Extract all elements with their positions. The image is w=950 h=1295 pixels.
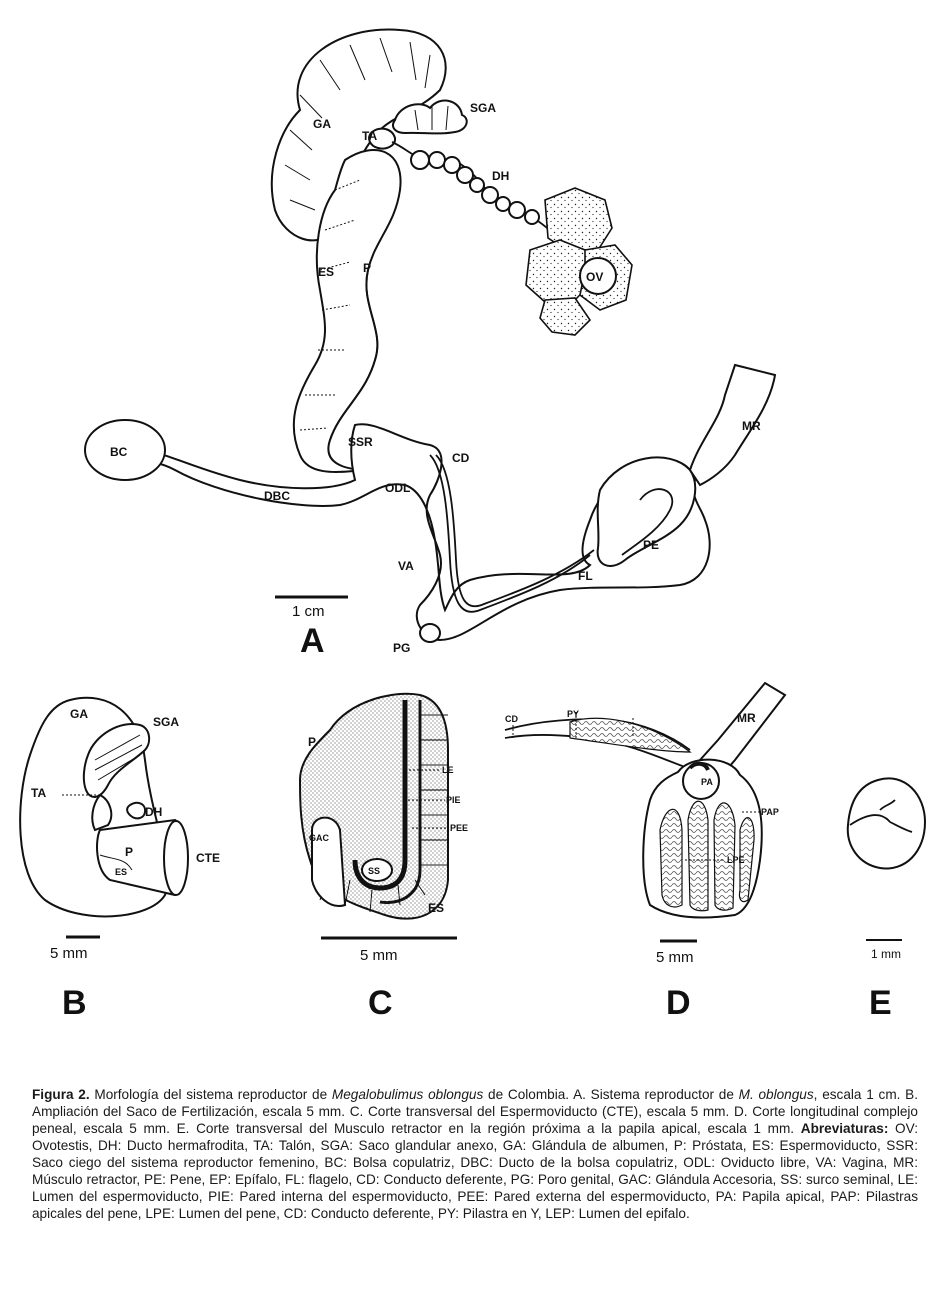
label-dh: DH <box>492 169 509 183</box>
label-dbc: DBC <box>264 489 290 503</box>
ovotestis-shape <box>525 187 633 336</box>
label-b-p: P <box>125 845 133 859</box>
caption-text-3: , escala 1 cm. B. Ampliación del Saco de… <box>32 1086 919 1136</box>
figure-illustration: GA TA SGA DH OV ES P SSR CD MR BC DBC OD… <box>19 28 927 1022</box>
panel-e: 1 mm E <box>846 777 927 1022</box>
label-va: VA <box>398 559 414 573</box>
caption-abbr-label: Abreviaturas: <box>800 1120 889 1136</box>
scale-label-d: 5 mm <box>656 949 694 966</box>
label-cd: CD <box>452 451 470 465</box>
scale-label-b: 5 mm <box>50 945 88 962</box>
scale-label-e: 1 mm <box>871 947 901 961</box>
label-ov: OV <box>586 270 603 284</box>
caption-figure-label: Figura 2. <box>32 1086 90 1102</box>
retractor-cross-section-shape <box>846 777 927 870</box>
caption-abbr-text: OV: Ovotestis, DH: Ducto hermafrodita, T… <box>32 1120 918 1221</box>
label-c-ss: SS <box>368 866 380 876</box>
figure-caption: Figura 2. Morfología del sistema reprodu… <box>32 1086 918 1222</box>
caption-species-2: M. oblongus <box>738 1086 814 1102</box>
label-odl: ODL <box>385 481 410 495</box>
label-c-gac: GAC <box>309 833 330 843</box>
label-b-ga: GA <box>70 707 88 721</box>
panel-letter-e: E <box>869 984 892 1022</box>
label-d-pap: PAP <box>761 807 779 817</box>
label-c-p: P <box>308 735 316 749</box>
label-mr: MR <box>742 419 761 433</box>
label-b-es: ES <box>115 867 127 877</box>
scale-label-a: 1 cm <box>292 603 325 620</box>
label-pg: PG <box>393 641 410 655</box>
bursa-copulatrix-shape <box>84 419 166 481</box>
label-p: P <box>363 261 371 275</box>
label-fl: FL <box>578 569 593 583</box>
panel-a: GA TA SGA DH OV ES P SSR CD MR BC DBC OD… <box>84 28 777 660</box>
label-b-cte: CTE <box>196 851 220 865</box>
caption-species-1: Megalobulimus oblongus <box>331 1086 484 1102</box>
panel-letter-a: A <box>300 622 325 660</box>
label-ga: GA <box>313 117 331 131</box>
panel-letter-c: C <box>368 984 393 1022</box>
label-ta: TA <box>362 129 377 143</box>
panel-c: P LE PIE PEE GAC SS ES 5 mm C <box>298 692 468 1022</box>
label-sga: SGA <box>470 101 496 115</box>
panel-b: GA SGA TA DH P ES CTE 5 mm B <box>19 696 220 1022</box>
sga-lobes-shape <box>392 99 468 135</box>
label-c-pie: PIE <box>446 795 461 805</box>
label-d-cd: CD <box>505 714 518 724</box>
label-d-lpe: LPE <box>727 855 745 865</box>
label-d-mr: MR <box>737 711 756 725</box>
panel-letter-b: B <box>62 984 87 1022</box>
label-b-sga: SGA <box>153 715 179 729</box>
penis-shape <box>596 456 697 567</box>
label-bc: BC <box>110 445 128 459</box>
label-d-pa: PA <box>701 777 713 787</box>
caption-text-2: de Colombia. A. Sistema reproductor de <box>483 1086 739 1102</box>
label-b-ta: TA <box>31 786 46 800</box>
label-c-le: LE <box>442 765 454 775</box>
label-b-dh: DH <box>145 805 162 819</box>
label-es: ES <box>318 265 334 279</box>
retractor-muscle-shape <box>688 363 777 487</box>
label-d-py: PY <box>567 709 579 719</box>
label-pe: PE <box>643 538 659 552</box>
label-c-es: ES <box>428 901 444 915</box>
panel-d: CD PY MR PA PAP LPE 5 mm D <box>504 681 787 1022</box>
scale-label-c: 5 mm <box>360 947 398 964</box>
caption-text-1: Morfología del sistema reproductor de <box>89 1086 332 1102</box>
panel-letter-d: D <box>666 984 691 1022</box>
label-c-pee: PEE <box>450 823 468 833</box>
label-ssr: SSR <box>348 435 373 449</box>
